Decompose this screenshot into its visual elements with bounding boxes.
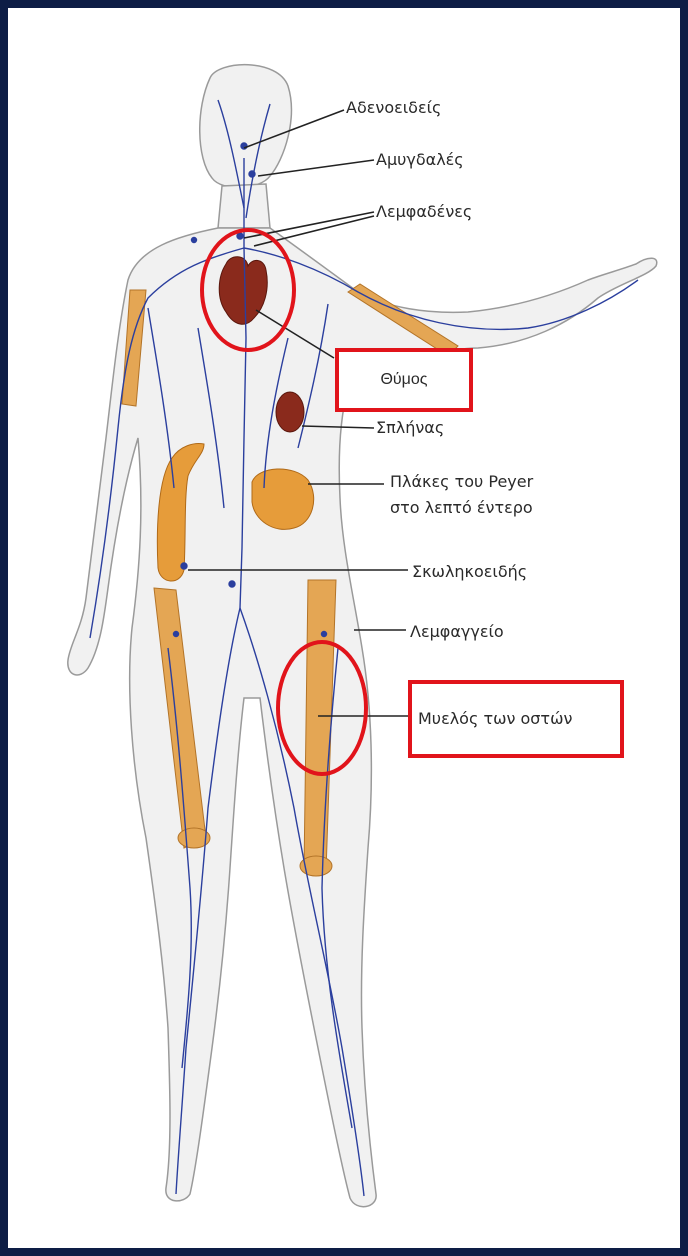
label-spleen: Σπλήνας (376, 418, 444, 438)
label-lymph-vessel: Λεμφαγγείο (410, 622, 504, 642)
label-peyer-line1: Πλάκες του Peyer (390, 472, 533, 492)
diagram-frame: Αδενοειδείς Αμυγδαλές Λεμφαδένες Θύμος Σ… (8, 8, 680, 1248)
label-thymus: Θύμος (380, 370, 427, 390)
small-intestine (252, 469, 314, 529)
lymphatic-system-figure (8, 8, 680, 1248)
bone-marrow-label-box: Μυελός των οστών (408, 680, 624, 758)
label-bone-marrow: Μυελός των οστών (418, 709, 572, 729)
label-adenoids: Αδενοειδείς (346, 98, 441, 118)
head (200, 65, 292, 188)
thymus-label-box: Θύμος (335, 348, 473, 412)
spleen (276, 392, 304, 432)
body-silhouette (68, 65, 657, 1207)
label-tonsils: Αμυγδαλές (376, 150, 464, 170)
label-peyer-line2: στο λεπτό έντερο (390, 498, 533, 518)
label-appendix: Σκωληκοειδής (412, 562, 527, 582)
label-lymph-nodes: Λεμφαδένες (376, 202, 472, 222)
